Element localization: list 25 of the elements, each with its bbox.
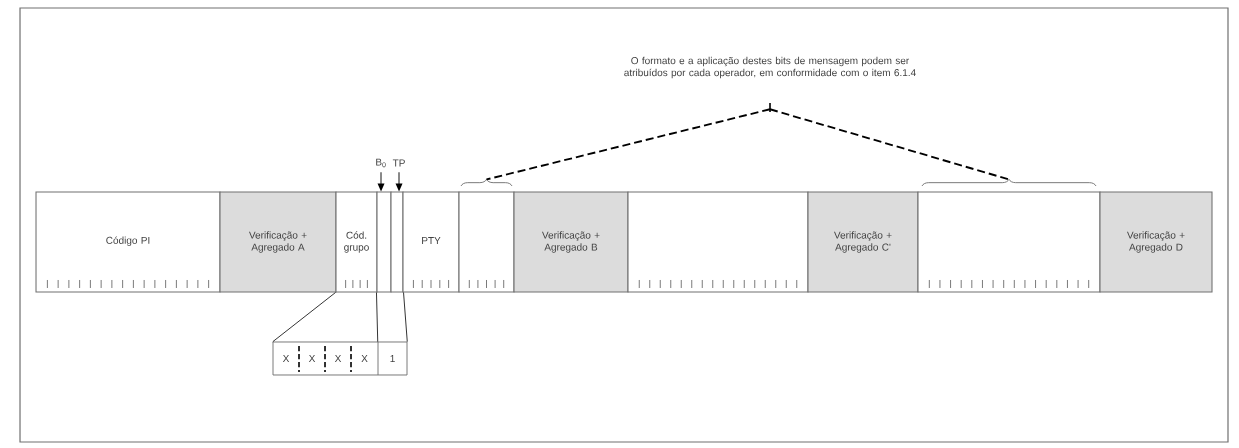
field-box xyxy=(627,191,809,293)
field-box: Verificação + Agregado C' xyxy=(807,191,919,293)
bit-cell: 1 xyxy=(390,355,395,362)
bit-cell: X xyxy=(361,355,368,362)
projection-line xyxy=(376,292,379,343)
bit-cell: X xyxy=(308,355,316,362)
bit-cell: X xyxy=(334,355,342,362)
arrow xyxy=(395,171,403,192)
bit-slot xyxy=(376,191,392,293)
projection-line xyxy=(272,292,336,343)
projection-line xyxy=(403,292,408,343)
field-box: Código PI xyxy=(35,191,221,293)
field-box: Verificação + Agregado D xyxy=(1099,191,1213,293)
bit-cell: X xyxy=(282,355,290,362)
dashed-line xyxy=(769,108,1010,181)
dashed-line xyxy=(485,108,771,181)
callout-text: O formato e a aplicação destes bits de mensagem podem ser atribuídos por cada operador, em conformidade com o item 6.1.4 xyxy=(624,56,916,79)
bit-label: B$_{0}$ xyxy=(376,158,386,168)
arrow xyxy=(377,171,385,192)
field-box: Verificação + Agregado B xyxy=(513,191,629,293)
bit-label: TP xyxy=(392,159,405,167)
field-box: Verificação + Agregado A xyxy=(219,191,337,293)
field-box xyxy=(917,191,1101,293)
field-box xyxy=(458,191,515,293)
bit-slot xyxy=(390,191,404,293)
